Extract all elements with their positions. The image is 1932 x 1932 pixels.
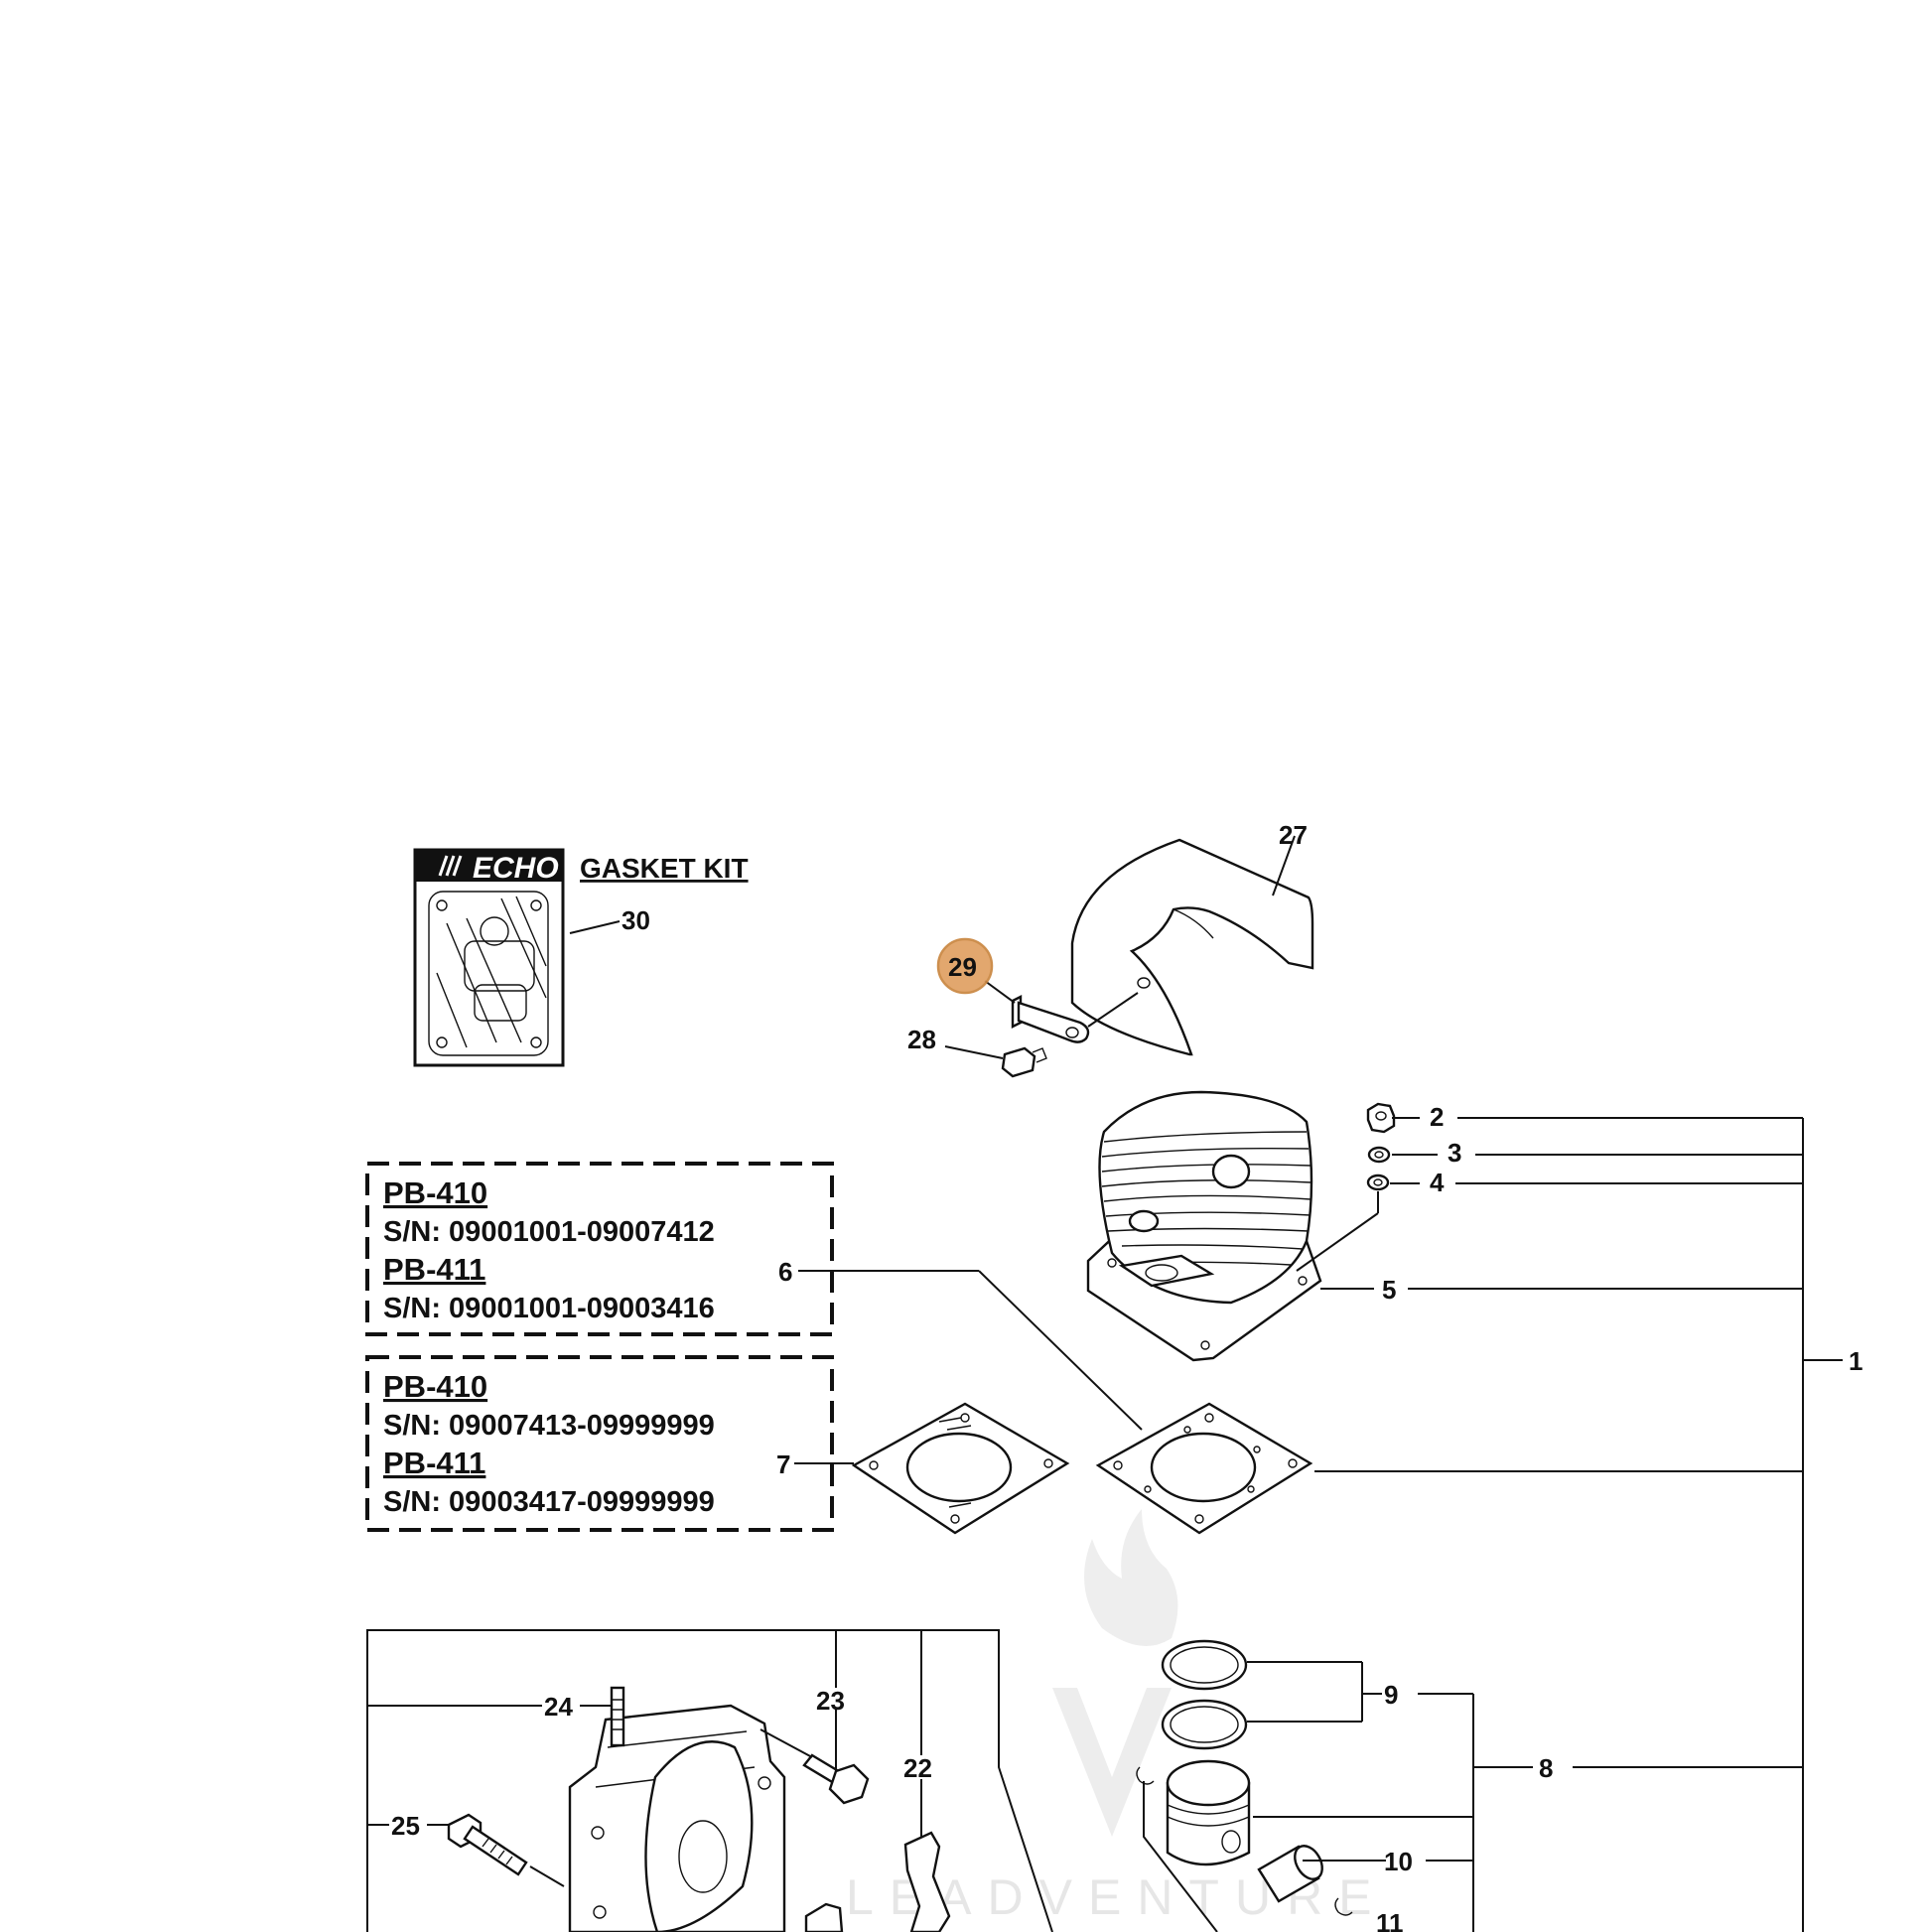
serial-box-2-model-2: PB-411: [383, 1446, 485, 1480]
highlight-circle: [936, 937, 994, 995]
part-11-circlip[interactable]: [1136, 1766, 1353, 1916]
part-2-nut[interactable]: [1366, 1102, 1396, 1134]
callout-5[interactable]: 5: [1382, 1275, 1396, 1305]
serial-box-1-serial-2: S/N: 09001001-09003416: [383, 1293, 715, 1324]
callout-28[interactable]: 28: [907, 1025, 936, 1054]
part-4-washer[interactable]: [1366, 1173, 1390, 1191]
serial-box-2-serial-2: S/N: 09003417-09999999: [383, 1486, 715, 1518]
part-22-gasket[interactable]: [804, 1831, 951, 1932]
callout-8[interactable]: 8: [1539, 1753, 1553, 1783]
callout-11[interactable]: 11: [1376, 1908, 1404, 1932]
callout-labels: 27 28 30 2 3 4 5 6 7 1 9 8 10 11 24 23 2…: [391, 820, 1863, 1932]
serial-box-1-model-2: PB-411: [383, 1252, 485, 1287]
callout-7[interactable]: 7: [776, 1449, 790, 1479]
watermark-flame-icon: [1052, 1509, 1178, 1837]
echo-logo-stripes: [438, 855, 463, 877]
callout-24[interactable]: 24: [544, 1692, 573, 1722]
part-9-piston-ring-lower[interactable]: [1161, 1699, 1248, 1750]
leader-lines: [367, 835, 1843, 1932]
part-29-bracket[interactable]: [1011, 995, 1090, 1043]
part-5-cylinder[interactable]: [1086, 1090, 1322, 1362]
serial-box-1-serial-1: S/N: 09001001-09007412: [383, 1216, 715, 1248]
part-6-gasket[interactable]: [1095, 1402, 1313, 1535]
callout-27[interactable]: 27: [1279, 820, 1308, 850]
serial-box-2-model-1: PB-410: [383, 1369, 487, 1404]
gasket-kit[interactable]: ECHO GASKET KIT: [413, 848, 749, 1067]
gasket-kit-title: GASKET KIT: [580, 853, 749, 884]
callout-9[interactable]: 9: [1384, 1680, 1398, 1710]
callout-3[interactable]: 3: [1448, 1138, 1461, 1168]
part-3-lock-washer[interactable]: [1367, 1146, 1391, 1164]
callout-25[interactable]: 25: [391, 1811, 420, 1841]
callout-2[interactable]: 2: [1430, 1102, 1444, 1132]
part-8-piston[interactable]: [1166, 1759, 1251, 1866]
callout-4[interactable]: 4: [1430, 1168, 1445, 1197]
callout-1[interactable]: 1: [1849, 1346, 1863, 1376]
part-24-stud[interactable]: [610, 1686, 625, 1747]
echo-logo-bar: [415, 850, 563, 882]
echo-logo: ECHO: [473, 852, 559, 885]
callout-29[interactable]: 29: [948, 952, 977, 982]
gasket-sheet-illustration: [428, 891, 549, 1056]
part-27-cylinder-cover[interactable]: [1070, 838, 1314, 1056]
serial-box-2: PB-410 S/N: 09007413-09999999 PB-411 S/N…: [365, 1355, 834, 1532]
callout-22[interactable]: 22: [903, 1753, 932, 1783]
serial-box-2-serial-1: S/N: 09007413-09999999: [383, 1410, 715, 1442]
crankcase-group: [366, 1629, 1053, 1932]
part-28-bolt[interactable]: [1001, 1046, 1047, 1078]
callout-30[interactable]: 30: [621, 905, 650, 935]
callout-6[interactable]: 6: [778, 1257, 792, 1287]
serial-box-1: PB-410 S/N: 09001001-09007412 PB-411 S/N…: [365, 1162, 834, 1336]
part-25-bolt[interactable]: [447, 1813, 528, 1876]
callout-29-highlight[interactable]: 29: [936, 937, 994, 995]
part-7-gasket[interactable]: [851, 1402, 1070, 1535]
part-23-bolt[interactable]: [802, 1753, 870, 1805]
part-crankcase[interactable]: [568, 1704, 786, 1932]
callout-23[interactable]: 23: [816, 1686, 845, 1716]
part-9-piston-ring-upper[interactable]: [1161, 1639, 1248, 1691]
callout-10[interactable]: 10: [1384, 1847, 1413, 1876]
serial-box-1-model-1: PB-410: [383, 1175, 487, 1210]
